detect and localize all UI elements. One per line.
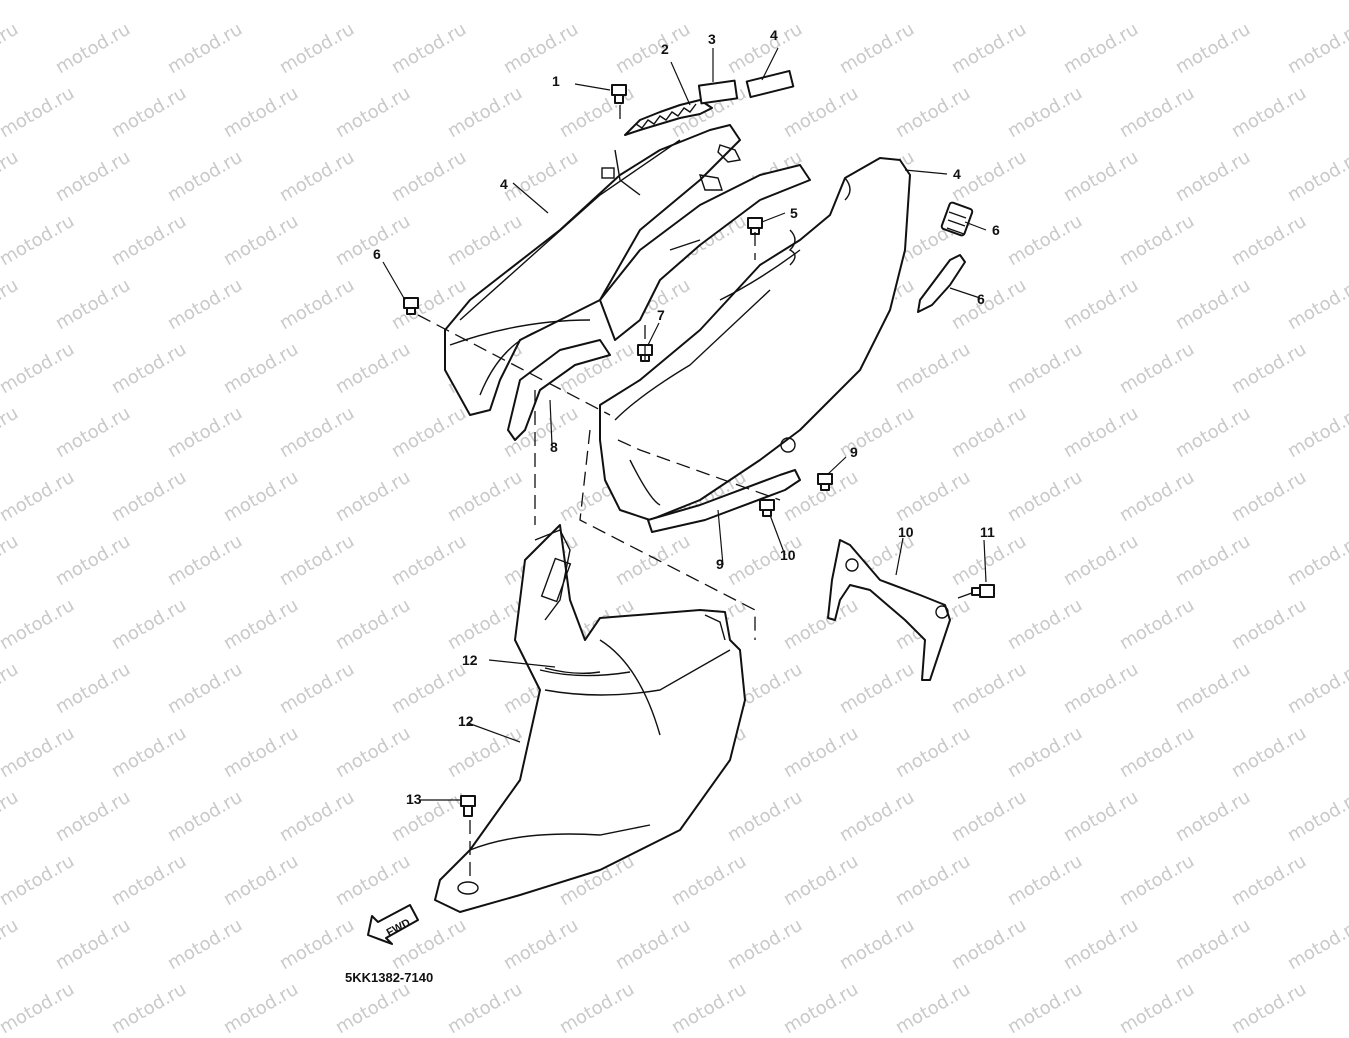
callout-4-lower: 10 [780,547,796,563]
callout-3: 4 [953,166,961,182]
part-10-gasket-top [624,99,713,136]
callout-8: 11 [980,524,995,540]
callout-7: 10 [898,524,914,540]
fwd-arrow-icon [367,904,419,945]
callout-1: 12 [458,713,474,729]
callout-4-upper: 5 [790,205,798,221]
part-9-clip-right [940,201,974,237]
callout-5: 4 [500,176,508,192]
part-9-pad-top [697,79,739,105]
part-12-trim-right [647,469,801,533]
callout-4-right: 9 [850,444,858,460]
screw-6-left [403,297,419,315]
callout-10-top: 2 [661,41,669,57]
callout-6-center: 7 [657,307,665,323]
callout-6-top: 1 [552,73,560,89]
callout-11: 4 [770,27,778,43]
part-1-lower-cover [434,524,746,913]
part-5-upper-cover [444,124,741,416]
screw-4-upper [747,217,763,235]
callout-6-left: 6 [373,246,381,262]
leader-lines [382,47,987,801]
callout-12-right: 9 [716,556,724,572]
callout-13: 12 [462,652,478,668]
parts-drawing [367,47,995,945]
callout-12-left: 8 [550,439,558,455]
diagram-code: 5KK1382-7140 [345,970,434,985]
assembly-lines [417,105,973,880]
rear-bracket [599,144,811,341]
part-10-gasket-right [917,254,966,313]
callout-9-top: 3 [708,31,716,47]
part-3-side-cover [599,157,911,521]
part-11-pad [745,69,795,99]
callout-2: 13 [406,791,422,807]
part-12-trim-left [507,339,611,441]
screw-2 [460,795,476,817]
part-13-trim [544,667,601,675]
screw-4-lower [759,499,775,517]
part-7-bracket [827,539,951,681]
screw-4-right [817,473,833,491]
screw-8 [971,584,995,598]
callout-10-right: 6 [977,291,985,307]
callout-9-right: 6 [992,222,1000,238]
screw-6-top [611,84,627,104]
